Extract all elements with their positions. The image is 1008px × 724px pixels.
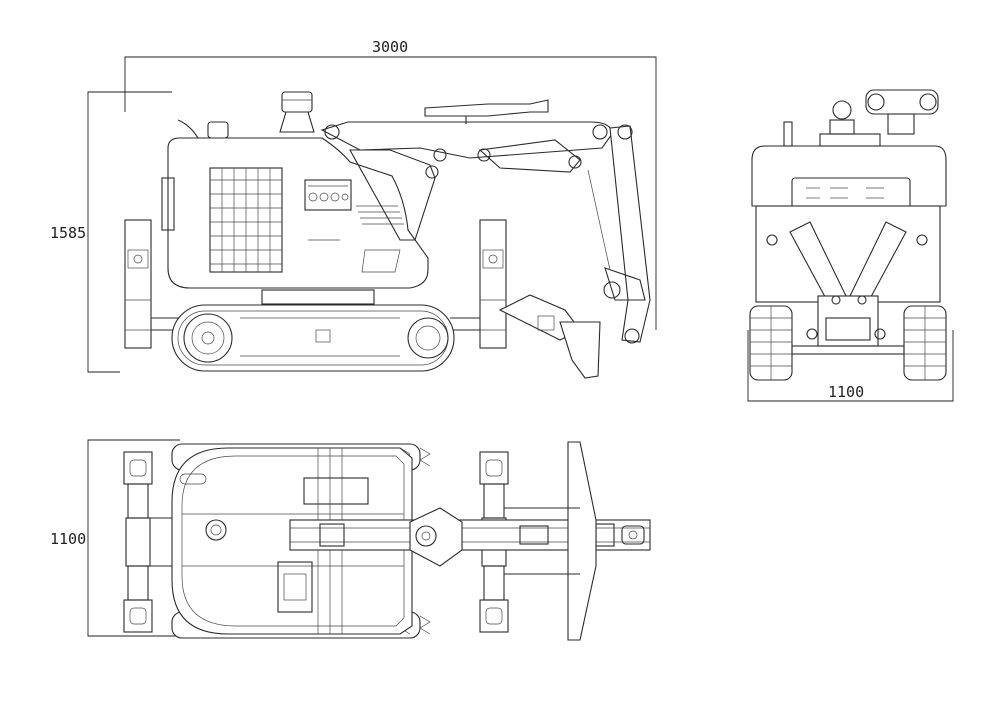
front-width-dimension-label: 1100 — [828, 383, 864, 401]
length-dimension-line — [124, 56, 657, 330]
height-dimension-label: 1585 — [50, 224, 86, 242]
slewing-ring — [261, 289, 375, 305]
top-view: 1100 — [50, 439, 651, 641]
drive-sprocket — [183, 313, 233, 363]
hydraulic-cylinder — [424, 99, 549, 117]
front-blade — [817, 295, 879, 347]
top-width-dimension-line — [87, 439, 180, 637]
crawler-track — [171, 304, 455, 372]
dozer-blade — [559, 321, 601, 379]
stick-arm — [609, 125, 651, 343]
outrigger-rear-left — [123, 451, 153, 485]
machine-body — [167, 137, 429, 289]
outrigger-front-left — [479, 451, 509, 485]
control-panel — [304, 179, 352, 211]
height-dimension-line — [87, 91, 172, 373]
rear-outrigger — [124, 219, 152, 349]
front-width-dimension-line — [747, 330, 954, 402]
fuel-cap — [207, 121, 229, 139]
outrigger-front-right — [479, 599, 509, 633]
front-outrigger — [479, 219, 507, 349]
blade-arm — [498, 294, 581, 341]
top-fuel-cap — [205, 519, 227, 541]
outrigger-rear-right — [123, 599, 153, 633]
length-dimension-label: 3000 — [372, 38, 408, 56]
front-view: 1100 — [747, 89, 954, 402]
boom-base — [349, 149, 436, 241]
boom-arm — [320, 121, 613, 159]
top-dozer-blade — [567, 441, 597, 641]
stick-link — [478, 139, 581, 173]
side-vents — [356, 205, 404, 225]
side-light-strip — [161, 177, 175, 231]
top-hatch — [303, 477, 369, 505]
front-beacon — [832, 100, 852, 120]
idler-wheel — [407, 317, 449, 359]
warning-beacon — [281, 91, 313, 113]
front-body-lower — [755, 205, 941, 303]
top-seat-base — [277, 561, 313, 613]
top-width-dimension-label: 1100 — [50, 530, 86, 548]
handle — [177, 119, 199, 139]
side-view: 3000 1585 — [50, 38, 657, 379]
